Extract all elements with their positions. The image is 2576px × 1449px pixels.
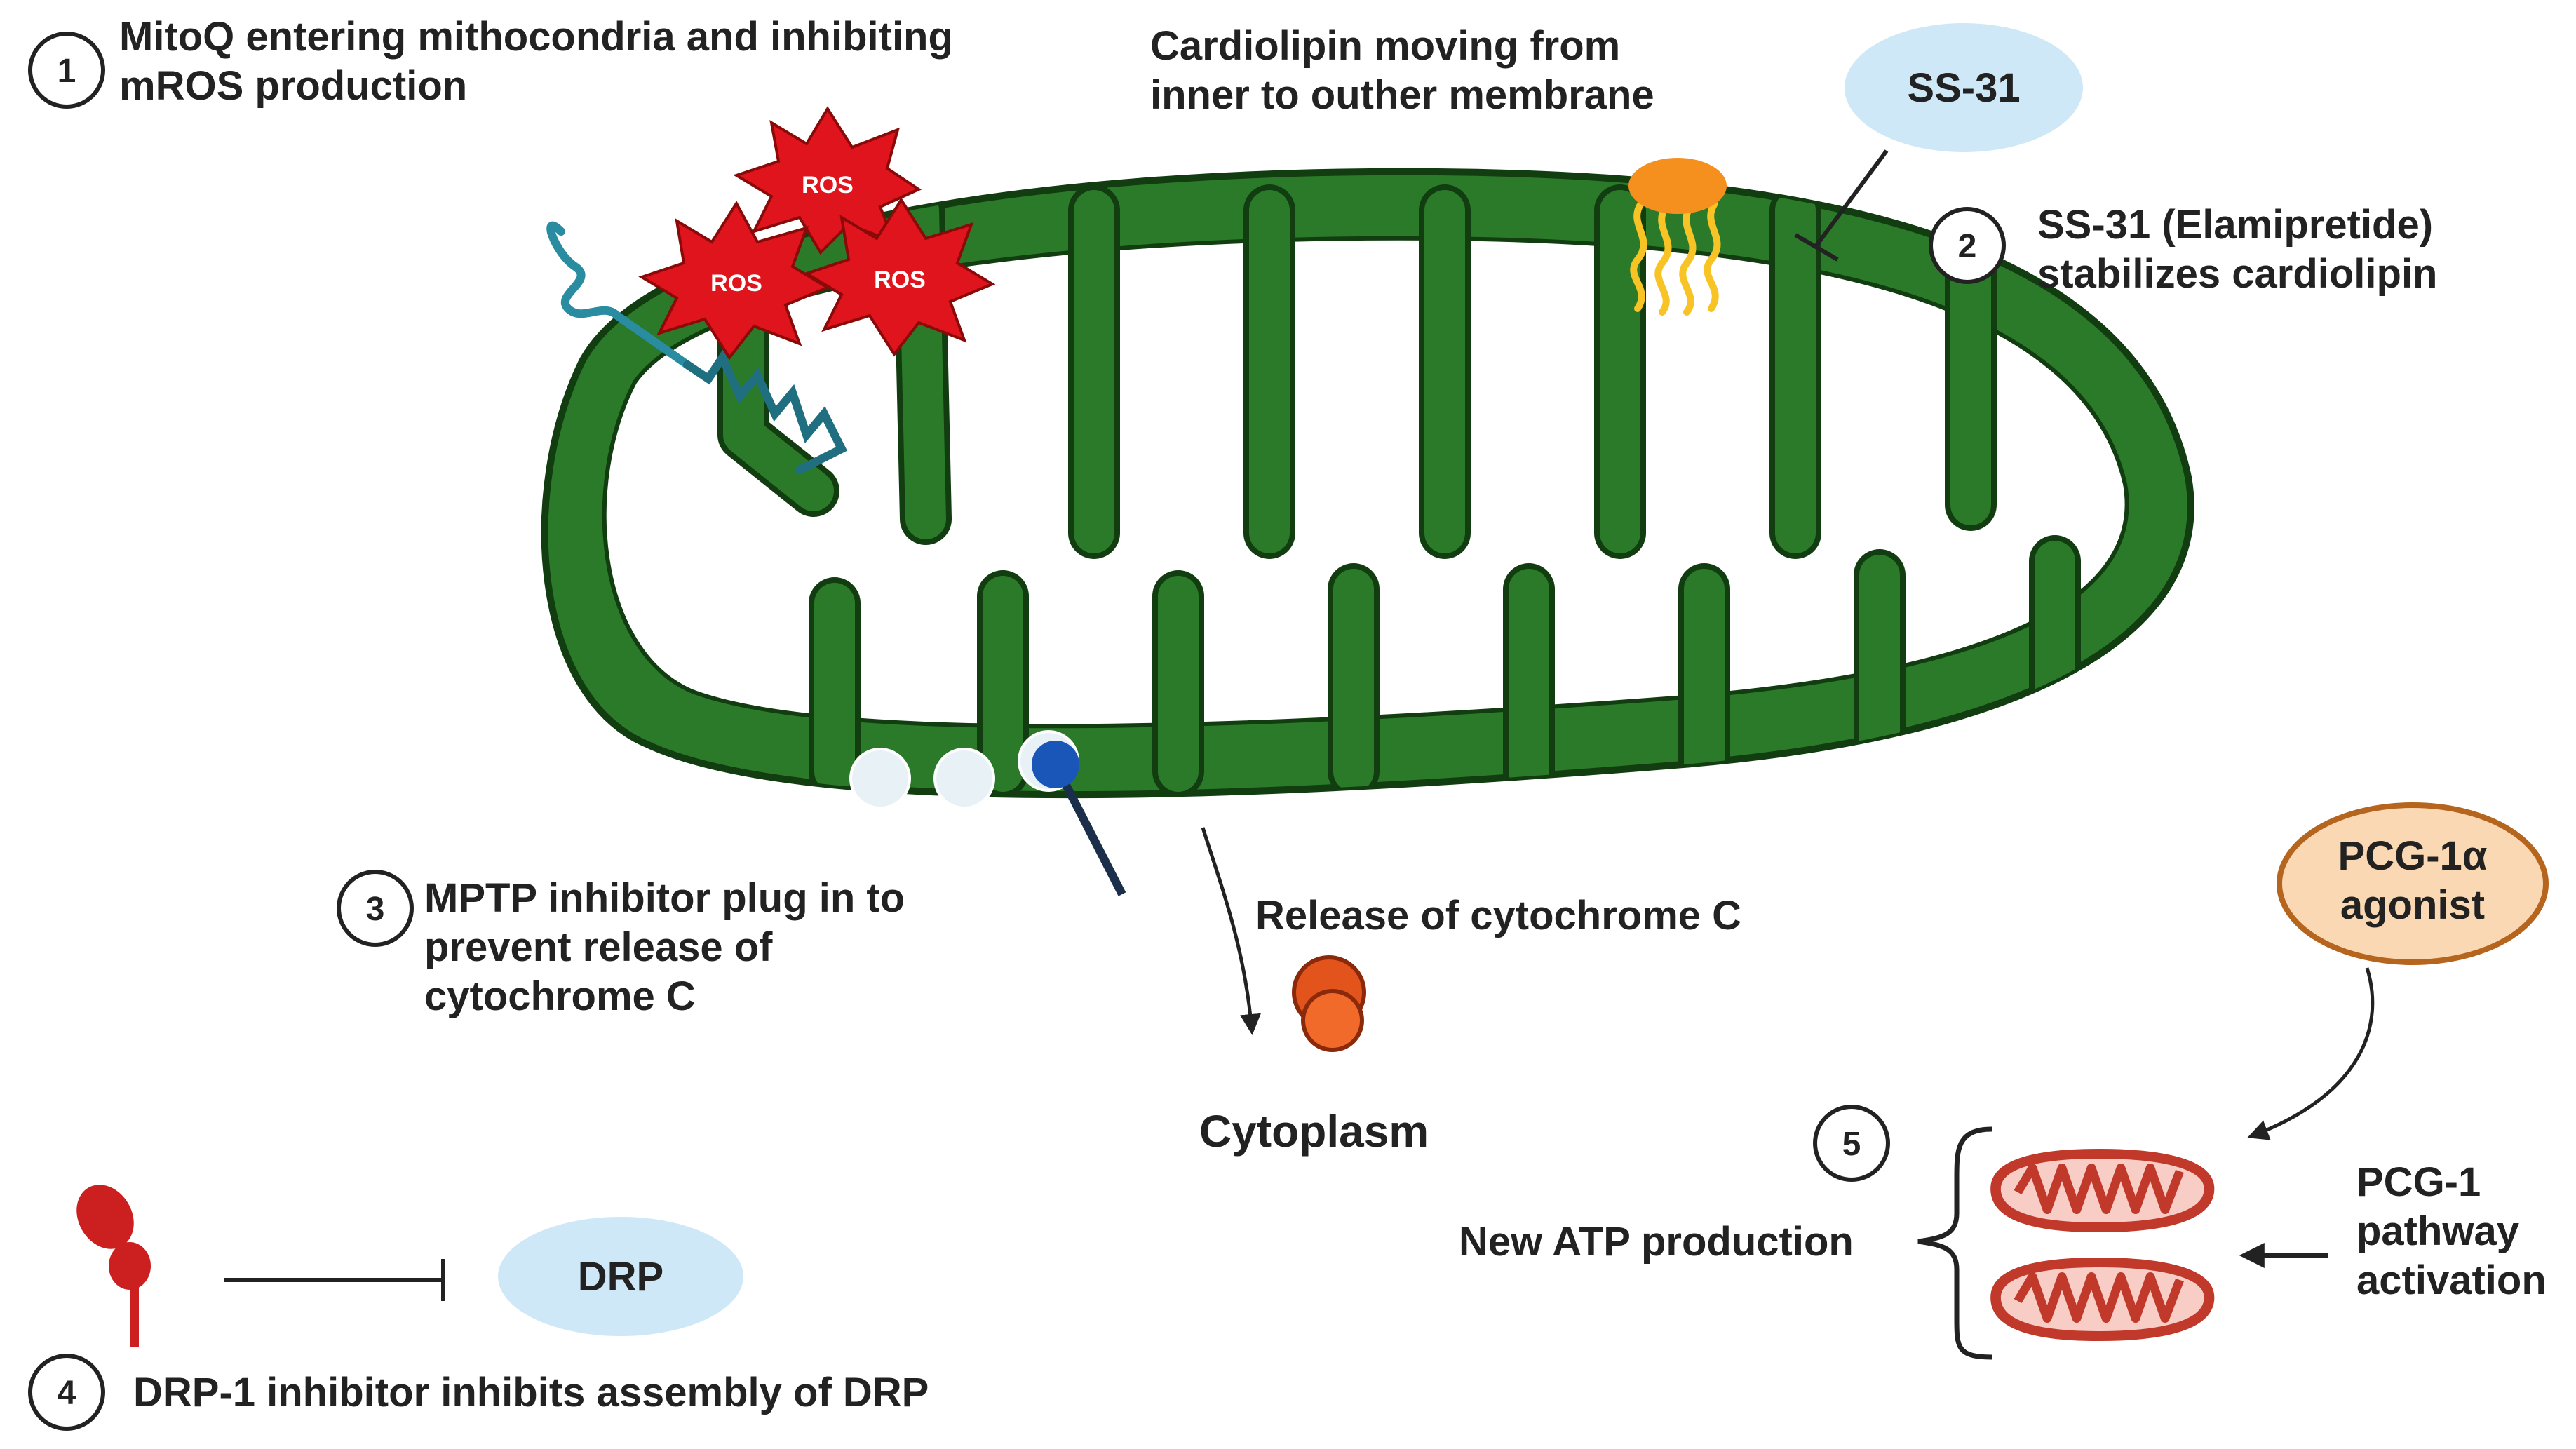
release-label: Release of cytochrome C xyxy=(1255,893,1741,938)
new-atp-label: New ATP production xyxy=(1459,1219,1854,1265)
pcg-agonist-line-1: PCG-1α xyxy=(2338,833,2488,879)
cardiolipin-text-line-1: Cardiolipin moving from xyxy=(1150,23,1620,69)
ros-label-right: ROS xyxy=(874,267,926,293)
mptp-inhibitor-stick xyxy=(1051,762,1126,896)
pcg-agonist-line-2: agonist xyxy=(2340,882,2485,928)
mptp-inhibitor-plug xyxy=(1032,741,1079,788)
mitoq-molecule xyxy=(546,221,848,474)
mptp-complex xyxy=(849,730,1126,896)
step-4: 4 DRP-1 inhibitor inhibits assembly of D… xyxy=(28,1354,929,1431)
new-mitochondrion-1 xyxy=(1996,1154,2210,1227)
step-1-text-line-2: mROS production xyxy=(119,63,467,109)
step-3-number: 3 xyxy=(366,891,385,928)
ros-label-left: ROS xyxy=(710,270,762,297)
drp-bubble xyxy=(498,1217,743,1336)
ros-star-top xyxy=(733,106,922,255)
ss31: SS-31 xyxy=(1794,23,2083,262)
step-1-text-line-1: MitoQ entering mithocondria and inhibiti… xyxy=(119,14,953,60)
new-mitochondrion-2 xyxy=(1996,1262,2210,1336)
mptp-pore-2 xyxy=(933,748,995,809)
step-1-number: 1 xyxy=(58,53,76,90)
cytoplasm-label: Cytoplasm xyxy=(1199,1106,1429,1157)
ss31-label: SS-31 xyxy=(1907,65,2020,111)
pcg-pathway-line-3: activation xyxy=(2356,1258,2547,1303)
drp1-inhibitor: DRP xyxy=(76,1185,743,1347)
step-5-badge xyxy=(1813,1105,1890,1182)
cardiolipin-head xyxy=(1628,158,1727,214)
pcg-pathway-line-2: pathway xyxy=(2356,1208,2519,1254)
step-2-number: 2 xyxy=(1958,228,1977,265)
pcg-pathway-line-1: PCG-1 xyxy=(2356,1159,2481,1205)
step-1-badge xyxy=(28,32,105,109)
cytochrome-release: Release of cytochrome C Cytoplasm xyxy=(1199,827,1741,1157)
step-2-badge xyxy=(1929,207,2006,284)
pcg-agonist: PCG-1α agonist xyxy=(2247,802,2549,1140)
step-1: 1 MitoQ entering mithocondria and inhibi… xyxy=(28,14,953,109)
step-3: 3 MPTP inhibitor plug in to prevent rele… xyxy=(337,870,905,1019)
ros-label-top: ROS xyxy=(802,172,854,198)
step-2: 2 SS-31 (Elamipretide) stabilizes cardio… xyxy=(1929,202,2437,297)
release-arrow xyxy=(1201,827,1261,1035)
step-3-badge xyxy=(337,870,414,947)
step-5: 5 New ATP production PCG-1 pathway activ… xyxy=(1459,1105,2547,1360)
drp-label: DRP xyxy=(578,1254,663,1300)
step-5-number: 5 xyxy=(1842,1126,1861,1163)
ss31-bubble xyxy=(1845,23,2083,152)
ros-star-right xyxy=(803,197,996,357)
ros-cluster: ROS ROS ROS xyxy=(638,106,996,360)
step-3-text-line-3: cytochrome C xyxy=(424,973,696,1019)
mptp-pore-1 xyxy=(849,748,911,809)
step-4-badge xyxy=(28,1354,105,1431)
brace xyxy=(1917,1126,1992,1360)
ros-star-left xyxy=(638,201,831,360)
step-4-text: DRP-1 inhibitor inhibits assembly of DRP xyxy=(133,1370,929,1415)
step-4-number: 4 xyxy=(58,1375,76,1412)
step-2-text-line-1: SS-31 (Elamipretide) xyxy=(2037,202,2433,248)
cardiolipin-molecule xyxy=(1628,158,1727,316)
step-3-text-line-2: prevent release of xyxy=(424,924,773,970)
cytochrome-c-front xyxy=(1301,989,1364,1052)
step-2-text-line-2: stabilizes cardiolipin xyxy=(2037,251,2437,297)
ss31-inhibit-bar xyxy=(1794,233,1839,262)
pcg-agonist-bubble xyxy=(2277,802,2549,965)
step-3-text-line-1: MPTP inhibitor plug in to xyxy=(424,875,905,921)
drp1-blob-top xyxy=(76,1185,134,1249)
drp1-blob-bottom xyxy=(109,1242,151,1290)
cardiolipin-label: Cardiolipin moving from inner to outher … xyxy=(1150,23,1654,118)
cardiolipin-text-line-2: inner to outher membrane xyxy=(1150,72,1654,118)
agonist-arrow xyxy=(2247,967,2375,1140)
ss31-inhibit-line xyxy=(1814,149,1889,247)
